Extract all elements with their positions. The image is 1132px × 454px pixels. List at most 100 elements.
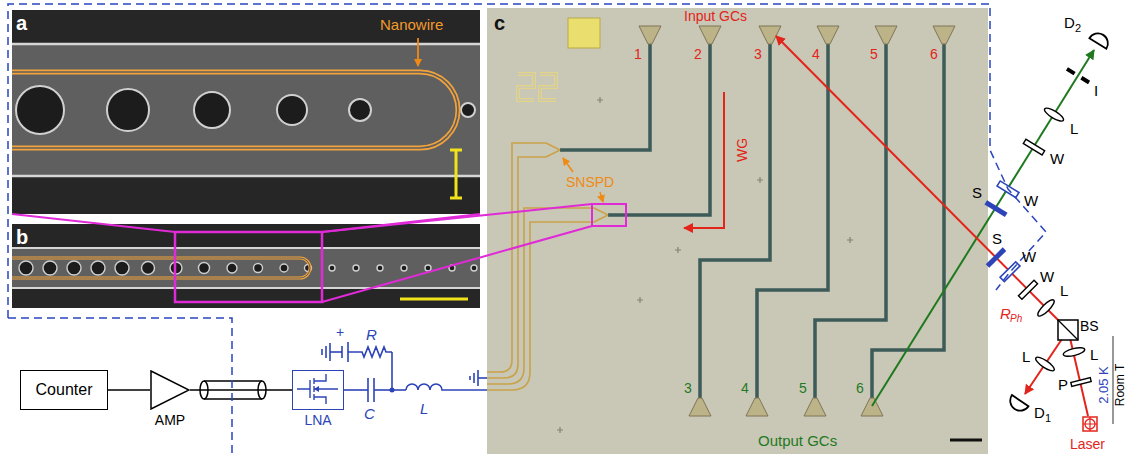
chip-micrograph (700, 44, 770, 398)
chip-micrograph (815, 44, 886, 398)
optical-setup (984, 200, 1007, 217)
sem-panel-a (12, 72, 458, 148)
optical-setup (1034, 355, 1056, 373)
cryostat-boundary (8, 4, 1046, 318)
optical-setup (984, 200, 1007, 217)
chip-micrograph (639, 26, 955, 416)
amp-shape (150, 370, 190, 410)
port-number: 1 (634, 46, 642, 62)
optical-setup (1018, 280, 1037, 299)
optical-setup (1023, 139, 1044, 155)
optical-setup (1036, 298, 1057, 318)
sem-panel-a (277, 95, 307, 125)
component-label: L (1022, 348, 1030, 365)
component-label: S (992, 230, 1002, 247)
sem-panel-b (12, 224, 480, 308)
chip-micrograph (487, 143, 546, 372)
sem-panel-a (450, 150, 462, 198)
component-label: I (1094, 82, 1098, 99)
sem-panel-b (254, 264, 263, 273)
group-label: Output GCs (758, 432, 837, 449)
port-number: 5 (870, 46, 878, 62)
part-label: WG (734, 138, 750, 162)
signal-wire (108, 389, 150, 391)
chip-micrograph (684, 92, 724, 228)
chip-micrograph (568, 18, 600, 48)
subscript: 2 (1075, 22, 1081, 35)
chip-micrograph (875, 26, 897, 44)
chip-micrograph (487, 8, 988, 454)
readout-circuit (367, 378, 369, 402)
polarity-mark: + (336, 324, 344, 340)
signal-wire (190, 389, 292, 391)
transistor-symbol (314, 386, 319, 392)
zoom-lines (322, 204, 592, 232)
sem-panel-b (227, 263, 237, 273)
optical-setup (1034, 355, 1056, 373)
sem-panel-a (16, 86, 475, 134)
readout-circuit (344, 389, 368, 391)
optical-setup (872, 50, 1094, 406)
cryostat-boundary (8, 4, 1046, 454)
readout-circuit (329, 343, 331, 361)
component-label: L (1090, 346, 1098, 363)
sem-panel-b (280, 264, 288, 272)
optical-setup (1080, 76, 1090, 84)
chip-micrograph (560, 44, 944, 398)
transistor-symbol (293, 371, 342, 408)
sem-panel-b (19, 261, 33, 275)
port-number: 3 (754, 46, 762, 62)
panel-letter: c (494, 12, 505, 35)
chip-micrograph (546, 143, 560, 157)
readout-circuit (321, 349, 323, 355)
component-label: Laser (1070, 436, 1105, 452)
sem-panel-a (461, 103, 475, 117)
chip-micrograph (487, 208, 594, 384)
readout-circuit (478, 377, 487, 379)
sem-panel-a (349, 99, 371, 121)
sem-panel-b (12, 248, 480, 288)
port-number: 5 (799, 380, 807, 396)
chip-micrograph (872, 44, 944, 398)
chip-micrograph (699, 26, 721, 44)
part-label: Nanowire (380, 16, 443, 33)
component-label: D (1064, 14, 1075, 31)
optical-setup (1062, 346, 1085, 358)
optical-setup (1023, 139, 1044, 155)
box-shape: Counter (20, 370, 108, 410)
sem-panel-a (12, 10, 480, 214)
component-label: W (1024, 192, 1038, 209)
chip-micrograph (817, 26, 839, 44)
optical-setup (1006, 395, 1028, 414)
chip-micrograph (608, 44, 710, 215)
chip-micrograph (600, 192, 603, 202)
sem-panel-b (400, 298, 468, 301)
chip-micrograph (757, 177, 763, 183)
chip-micrograph (557, 427, 563, 433)
zoom-lines (12, 214, 175, 232)
port-number: 4 (812, 46, 820, 62)
sem-panel-a (12, 43, 480, 46)
optical-setup (986, 247, 1007, 267)
optical-setup (1043, 106, 1065, 123)
port-number: 6 (930, 46, 938, 62)
chip-micrograph (557, 97, 853, 433)
temperature-label: Room T (1114, 364, 1128, 406)
sem-panel-a (12, 44, 480, 176)
optical-setup (1066, 67, 1076, 75)
chip-micrograph (487, 157, 546, 378)
chip-micrograph (594, 208, 608, 222)
sem-panel-b (12, 247, 480, 249)
cryostat-boundary (8, 318, 232, 454)
readout-circuit (204, 398, 262, 400)
chip-micrograph (540, 74, 556, 100)
component-label: L (420, 400, 428, 417)
sem-panel-b (12, 258, 310, 278)
chip-micrograph (560, 44, 650, 150)
chip-micrograph (518, 74, 534, 100)
component-label: P (1058, 376, 1068, 393)
chip-micrograph (757, 44, 828, 398)
chip-micrograph (487, 222, 594, 390)
sem-panel-b (12, 258, 310, 278)
sem-panel-a (450, 197, 462, 200)
